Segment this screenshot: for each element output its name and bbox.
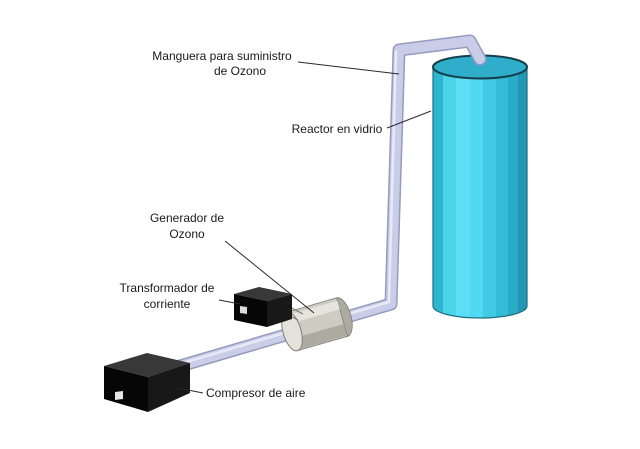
label-reactor: Reactor en vidrio [292,122,383,136]
label-generador-line2: Ozono [169,227,205,241]
label-generador-line1: Generador de [150,211,224,225]
label-compresor: Compresor de aire [206,386,306,400]
transformer-label-detail [240,306,247,314]
transformer-top-face [234,287,292,301]
leader-line-generador [224,240,315,314]
reactor-facets [433,67,527,318]
pipe-highlight [164,50,398,370]
transformer-front-face [234,294,267,327]
transformer-box [234,287,304,327]
reactor-outline [432,67,528,319]
label-manguera-line1: Manguera para suministro [152,49,292,63]
ozone-generator [281,297,353,352]
compressor-top-face [104,353,190,377]
leader-line-compresor [177,387,204,394]
air-compressor-box [104,353,190,412]
compressor-label-detail [115,391,123,400]
compressor-side-face [148,363,190,412]
generator-shade [293,323,348,350]
leader-line-reactor [386,110,432,129]
transformer-side-face [267,294,292,327]
label-manguera-line2: de Ozono [214,64,266,78]
compressor-front-face [104,366,148,412]
leader-lines [177,61,432,394]
leader-line-transformador [218,299,241,305]
leader-line-manguera [297,61,400,75]
label-transformador-line2: corriente [144,297,191,311]
reactor-cylinder [432,54,528,319]
label-transformador-line1: Transformador de [120,281,215,295]
